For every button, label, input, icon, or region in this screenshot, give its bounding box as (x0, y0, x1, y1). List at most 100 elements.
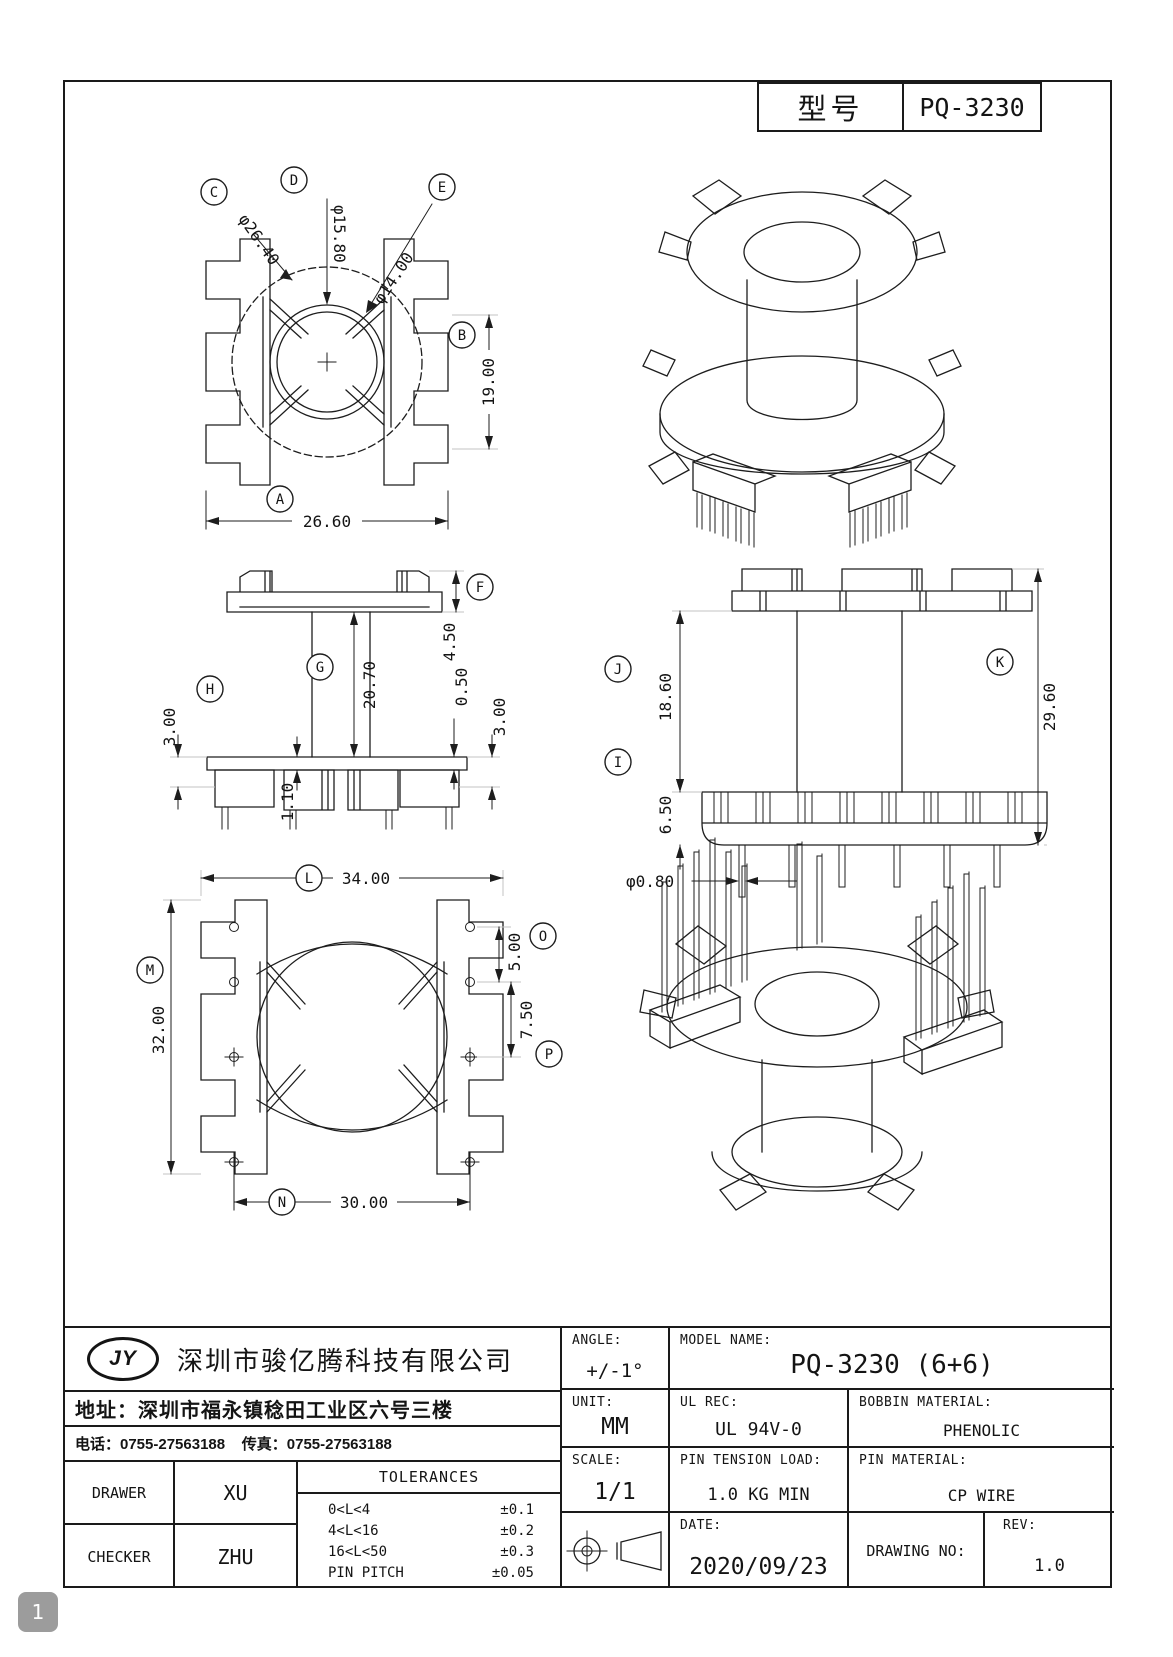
dim-bottom-pitch-b: 7.50 (517, 1001, 536, 1040)
dim-front-height: 19.00 (479, 358, 498, 406)
dim-bottom-height: 32.00 (149, 1006, 168, 1054)
side-dim-web: 1.10 (278, 736, 301, 822)
dim-front-width: 26.60 (303, 512, 351, 531)
side-bottom-flange (206, 756, 468, 830)
iso2-pins (661, 837, 986, 1041)
unit-value: MM (601, 1414, 629, 1440)
tol-value: ±0.05 (491, 1565, 534, 1581)
iso2-headers (648, 984, 1004, 1076)
date-value: 2020/09/23 (689, 1554, 828, 1580)
ul-rec-cell: UL REC: UL 94V-0 (670, 1390, 849, 1448)
pin-tension-cell: PIN TENSION LOAD: 1.0 KG MIN (670, 1448, 849, 1513)
front-dim-height: 19.00 B (448, 314, 498, 450)
drawing-no-cell: DRAWING NO: (849, 1513, 985, 1588)
side-dim-window: 20.70 G (306, 611, 379, 758)
title-block-table: JY 深圳市骏亿腾科技有限公司 地址：深圳市福永镇稔田工业区六号三楼 电话：07… (65, 1326, 1114, 1588)
dim-side-window: 20.70 (360, 661, 379, 709)
iso-bottom-flange (642, 349, 962, 485)
bubble-f: F (476, 580, 484, 596)
bubble-k: K (996, 655, 1005, 671)
date-label: DATE: (680, 1518, 722, 1533)
bubble-g: G (316, 660, 324, 676)
side2-dim-total: 29.60 K (986, 568, 1059, 846)
pin-material-cell: PIN MATERIAL: CP WIRE (849, 1448, 1114, 1513)
bubble-o: O (539, 929, 547, 945)
model-label: 型号 (759, 84, 904, 130)
scale-value: 1/1 (594, 1479, 636, 1505)
tolerances-title: TOLERANCES (298, 1462, 560, 1494)
iso-bottom-view (639, 837, 1004, 1211)
unit-cell: UNIT: MM (562, 1390, 670, 1448)
drawing-no-label: DRAWING NO: (866, 1541, 966, 1560)
page-number: 1 (31, 1600, 45, 1624)
drawer-value: XU (223, 1480, 248, 1505)
model-title-box: 型号 PQ-3230 (757, 82, 1042, 132)
bubble-e: E (438, 180, 446, 196)
bubble-p: P (545, 1047, 553, 1063)
checker-value: ZHU (217, 1544, 254, 1569)
bottom-dim-width: 34.00 L (200, 864, 504, 896)
bubble-h: H (206, 682, 214, 698)
bottom-circle (256, 941, 448, 1133)
tolerance-row: PIN PITCH ±0.05 (328, 1563, 534, 1584)
checker-label-cell: CHECKER (65, 1525, 175, 1588)
angle-cell: ANGLE: +/-1° (562, 1328, 670, 1390)
projection-symbol-icon (566, 1530, 662, 1571)
bobbin-material-label: BOBBIN MATERIAL: (859, 1395, 993, 1410)
angle-value: +/-1° (586, 1360, 644, 1382)
scale-cell: SCALE: 1/1 (562, 1448, 670, 1513)
dim-front-inner: φ14.00 (370, 249, 418, 308)
pin-material-label: PIN MATERIAL: (859, 1453, 968, 1468)
phone-cell: 电话：0755-27563188 传真：0755-27563188 (65, 1427, 562, 1462)
tol-range: 0<L<4 (328, 1502, 371, 1518)
model-name-label: MODEL NAME: (680, 1333, 772, 1348)
bottom-pin-holes (224, 922, 480, 1172)
scale-label: SCALE: (572, 1453, 622, 1468)
dim-side2-total: 29.60 (1040, 683, 1059, 731)
tolerance-row: 0<L<4 ±0.1 (328, 1500, 534, 1521)
dim-bottom-width: 34.00 (342, 869, 390, 888)
bubble-m: M (146, 963, 154, 979)
side-dim-left-step: 3.00 H (160, 675, 224, 810)
front-leader-outer: C φ26.40 (200, 178, 293, 281)
side2-dim-window: 18.60 J (604, 610, 732, 793)
dim-side-left-step: 3.00 (160, 708, 179, 747)
checker-label: CHECKER (87, 1547, 151, 1566)
model-value: PQ-3230 (919, 92, 1025, 122)
side-core (311, 611, 371, 758)
iso-pin-headers (692, 453, 912, 548)
bottom-struts (266, 961, 438, 1113)
rev-cell: REV: 1.0 (985, 1513, 1114, 1588)
dim-side-web: 1.10 (278, 783, 297, 822)
tolerance-row: 16<L<50 ±0.3 (328, 1542, 534, 1563)
bubble-b: B (458, 328, 466, 344)
side2-pin-header (701, 791, 1048, 898)
bottom-dim-height: 32.00 M (136, 899, 201, 1175)
unit-label: UNIT: (572, 1395, 614, 1410)
bubble-c: C (210, 185, 218, 201)
drawer-label: DRAWER (91, 1483, 147, 1502)
page-number-badge: 1 (18, 1592, 58, 1632)
side-dim-flange: 4.50 F (429, 570, 494, 661)
side2-dim-base: 6.50 I (604, 748, 684, 870)
bubble-a: A (276, 492, 285, 508)
bobbin-material-value: PHENOLIC (942, 1421, 1021, 1440)
tolerances-cell: TOLERANCES 0<L<4 ±0.1 4<L<16 ±0.2 16<L<5… (298, 1462, 562, 1588)
tol-value: ±0.1 (500, 1502, 534, 1518)
rev-label: REV: (1003, 1518, 1037, 1533)
drawer-value-cell: XU (175, 1462, 298, 1525)
company-address: 地址：深圳市福永镇稔田工业区六号三楼 (75, 1400, 453, 1422)
address-cell: 地址：深圳市福永镇稔田工业区六号三楼 (65, 1392, 562, 1427)
bottom-view: 34.00 L 32.00 M 30.00 N 5.00 O (136, 864, 563, 1216)
dim-side-step: 0.50 (452, 668, 471, 707)
bottom-dim-pitch-a: 5.00 O (477, 922, 557, 983)
bottom-dim-pitch-b: 7.50 P (477, 981, 563, 1068)
date-cell: DATE: 2020/09/23 (670, 1513, 849, 1588)
dim-side2-window: 18.60 (656, 673, 675, 721)
front-leader-inner: E φ14.00 (366, 173, 456, 313)
dim-side2-base: 6.50 (656, 796, 675, 835)
side2-core (796, 610, 903, 793)
front-view: 26.60 A 19.00 B C φ26.40 D φ15.80 (200, 166, 498, 531)
tolerances-rows: 0<L<4 ±0.1 4<L<16 ±0.2 16<L<50 ±0.3 PIN … (298, 1494, 560, 1584)
angle-label: ANGLE: (572, 1333, 622, 1348)
